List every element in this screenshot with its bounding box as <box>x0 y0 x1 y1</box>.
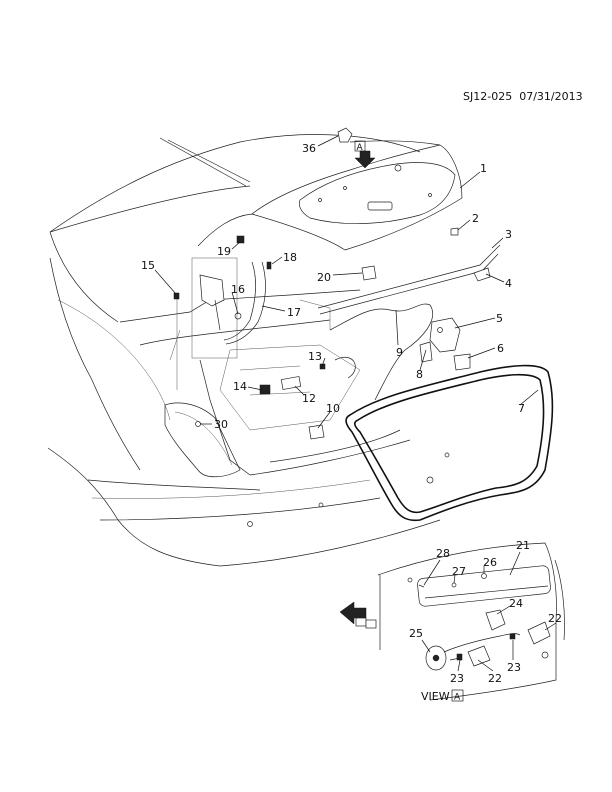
callout-22-lower: 22 <box>488 672 502 685</box>
callout-15: 15 <box>141 259 155 272</box>
callout-9: 9 <box>396 346 403 359</box>
callout-6: 6 <box>497 342 504 355</box>
callout-14: 14 <box>233 380 247 393</box>
callout-19: 19 <box>217 245 231 258</box>
callout-8: 8 <box>416 368 423 381</box>
callout-36: 36 <box>302 142 316 155</box>
callout-30: 30 <box>214 418 228 431</box>
callout-27: 27 <box>452 565 466 578</box>
leader-lines <box>154 135 557 672</box>
view-label-letter: A <box>454 693 461 703</box>
callout-17: 17 <box>287 306 301 319</box>
car-body-drawing <box>47 134 450 567</box>
callout-28: 28 <box>436 547 450 560</box>
callout-13: 13 <box>308 350 322 363</box>
callout-20: 20 <box>317 271 331 284</box>
diagram-date: 07/31/2013 <box>519 90 583 103</box>
view-label-text: VIEW <box>421 690 450 703</box>
callout-3: 3 <box>505 228 512 241</box>
callout-22-right: 22 <box>548 612 562 625</box>
callout-25: 25 <box>409 627 423 640</box>
trunk-seal-drawing <box>345 364 554 522</box>
diagram-code: SJ12-025 <box>463 90 513 103</box>
callout-23-right: 23 <box>507 661 521 674</box>
callout-4: 4 <box>505 277 512 290</box>
trunk-lid-drawing <box>197 140 463 251</box>
view-a-label: VIEW A <box>421 689 464 703</box>
callout-26: 26 <box>483 556 497 569</box>
view-a-direction-arrow: A <box>354 140 376 169</box>
callout-numbers: 1 2 3 4 5 6 7 8 9 10 12 13 14 15 16 17 1… <box>141 142 562 685</box>
lock-and-harness-parts-drawing <box>195 127 501 440</box>
arrow-letter: A <box>357 143 364 153</box>
callout-7: 7 <box>518 402 525 415</box>
callout-10: 10 <box>326 402 340 415</box>
diagram-header: SJ12-025 07/31/2013 <box>463 90 583 103</box>
callout-24: 24 <box>509 597 523 610</box>
callout-23-left: 23 <box>450 672 464 685</box>
callout-12: 12 <box>302 392 316 405</box>
callout-5: 5 <box>496 312 503 325</box>
callout-1: 1 <box>480 162 487 175</box>
callout-2: 2 <box>472 212 479 225</box>
front-direction-arrow <box>339 601 377 629</box>
callout-18: 18 <box>283 251 297 264</box>
callout-21: 21 <box>516 539 530 552</box>
hinge-parts-drawing <box>173 235 272 390</box>
view-a-detail-drawing <box>377 542 565 701</box>
callout-16: 16 <box>231 283 245 296</box>
